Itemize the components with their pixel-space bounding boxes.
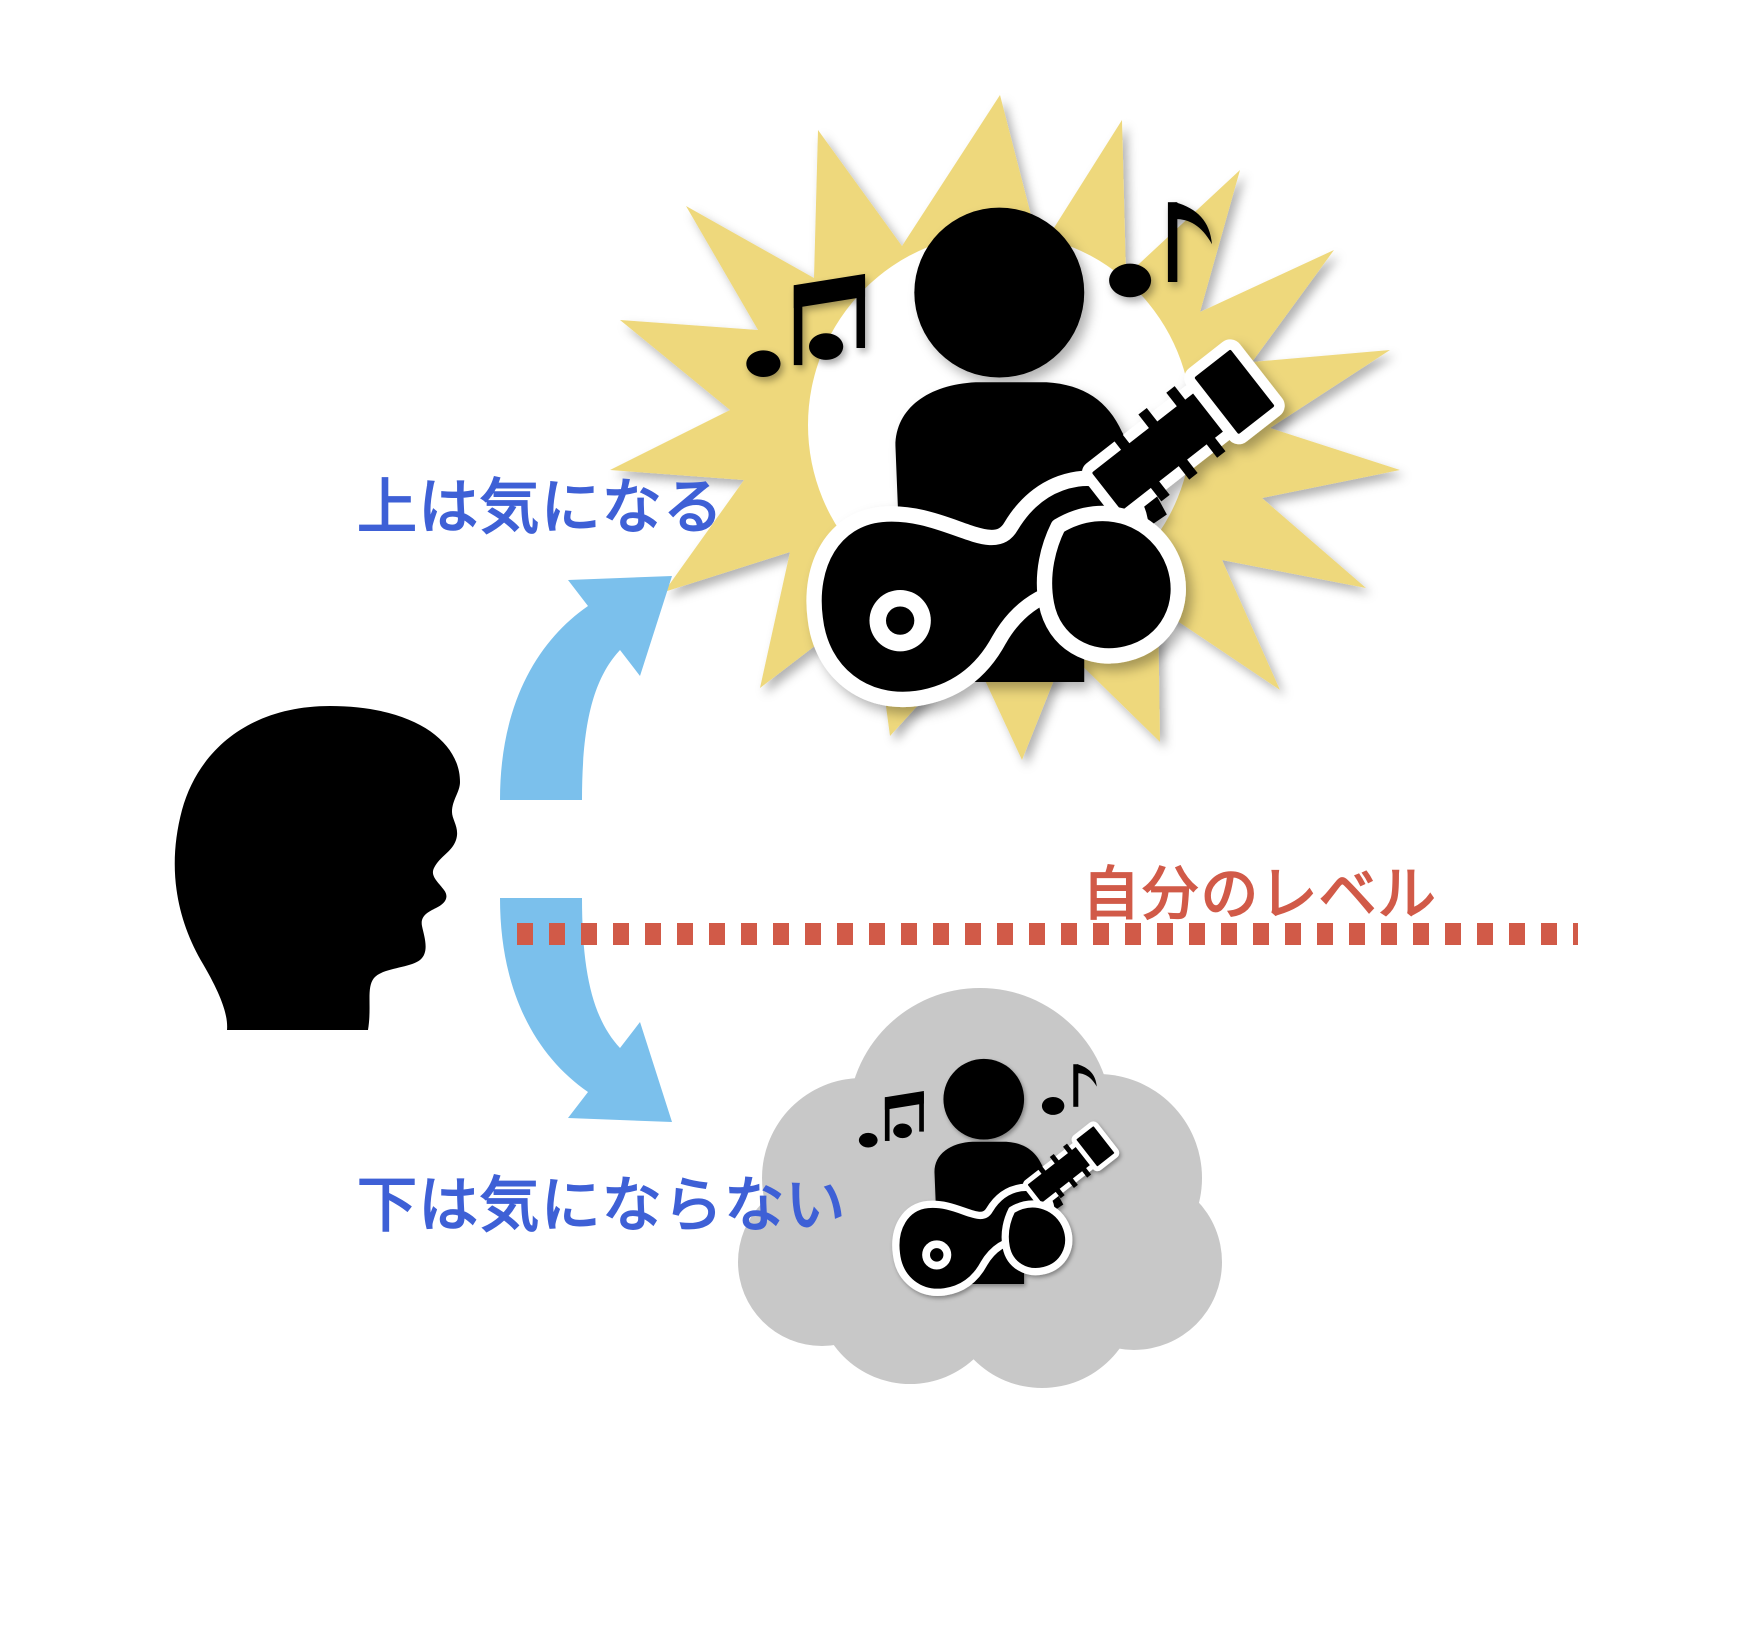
self-level-label: 自分のレベル bbox=[1082, 862, 1437, 927]
upper-arrow-label: 上は気になる bbox=[357, 474, 725, 541]
head-profile-silhouette bbox=[174, 706, 461, 1030]
lower-arrow-label: 下は気にならない bbox=[357, 1172, 847, 1239]
lower-curved-arrow bbox=[500, 898, 672, 1122]
upper-curved-arrow bbox=[500, 576, 672, 800]
